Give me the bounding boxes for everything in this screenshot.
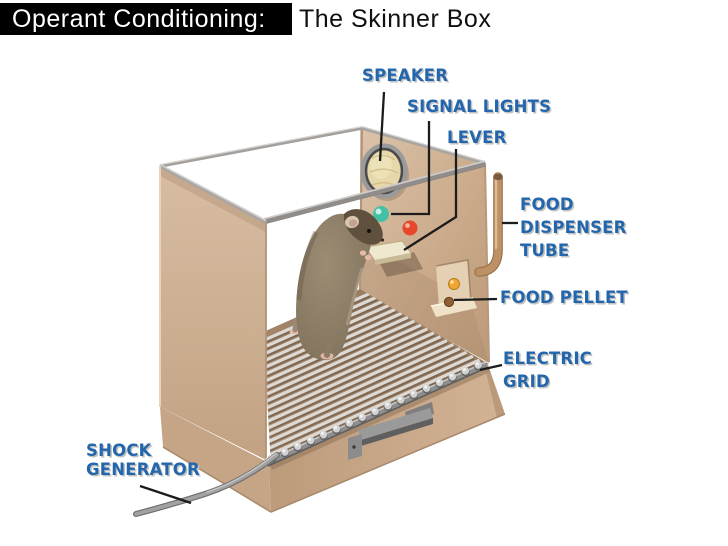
label-electric-grid: ELECTRIC GRID	[503, 347, 592, 393]
signal-lights-pointer	[391, 121, 431, 216]
shock-cable-graphic	[133, 452, 280, 517]
grid-front-rail	[266, 358, 489, 467]
label-line: DISPENSER	[520, 218, 627, 237]
speaker-icon	[360, 143, 409, 201]
shock-generator-pointer	[139, 484, 192, 505]
electric-grid-pointer	[479, 363, 503, 372]
label-shock-generator: SHOCK GENERATOR	[86, 441, 200, 479]
label-line: GENERATOR	[86, 460, 200, 479]
title-highlight: Operant Conditioning:	[0, 3, 292, 35]
food-pellet-pointer	[453, 297, 498, 302]
pointer-lines	[139, 91, 518, 505]
food-pellet-icon	[443, 296, 455, 308]
title-rest: The Skinner Box	[299, 4, 492, 33]
drawer-handle	[348, 402, 434, 460]
label-line: GRID	[503, 372, 550, 391]
lever-graphic	[365, 240, 423, 277]
label-line: FOOD	[520, 195, 574, 214]
box-top-frame	[159, 126, 486, 225]
box-base	[160, 358, 506, 513]
title-bar: Operant Conditioning: The Skinner Box	[0, 3, 491, 35]
label-food-pellet: FOOD PELLET	[500, 288, 628, 307]
label-speaker: SPEAKER	[362, 66, 449, 85]
signal-light-red-icon	[402, 220, 418, 236]
food-dispenser-tube-graphic	[474, 172, 503, 277]
label-line: ELECTRIC	[503, 349, 592, 368]
label-line: TUBE	[520, 241, 570, 260]
label-lever: LEVER	[447, 128, 507, 147]
food-pellet-dispenser-graphic	[430, 259, 477, 317]
label-line: SHOCK	[86, 441, 152, 460]
label-signal-lights: SIGNAL LIGHTS	[407, 97, 552, 116]
lever-pointer	[403, 149, 458, 251]
rat	[289, 209, 385, 361]
signal-light-green-icon	[373, 206, 389, 222]
box-left-wall	[159, 164, 267, 460]
label-food-dispenser-tube: FOOD DISPENSER TUBE	[520, 193, 627, 262]
speaker-pointer	[378, 91, 386, 162]
